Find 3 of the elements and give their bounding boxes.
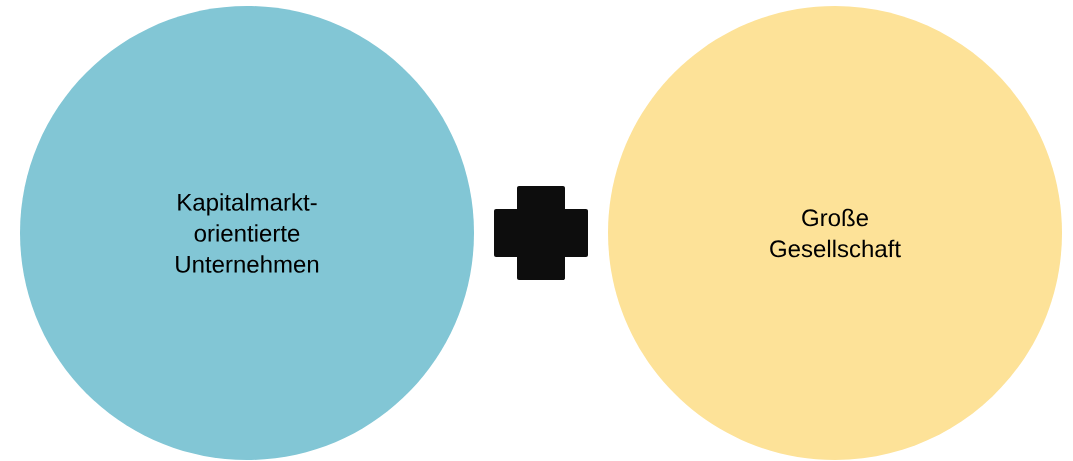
circle-node: Kapitalmarkt-orientierte Unternehmen xyxy=(20,6,474,460)
plus-sign xyxy=(494,186,588,280)
circle-node: Große Gesellschaft xyxy=(608,6,1062,460)
